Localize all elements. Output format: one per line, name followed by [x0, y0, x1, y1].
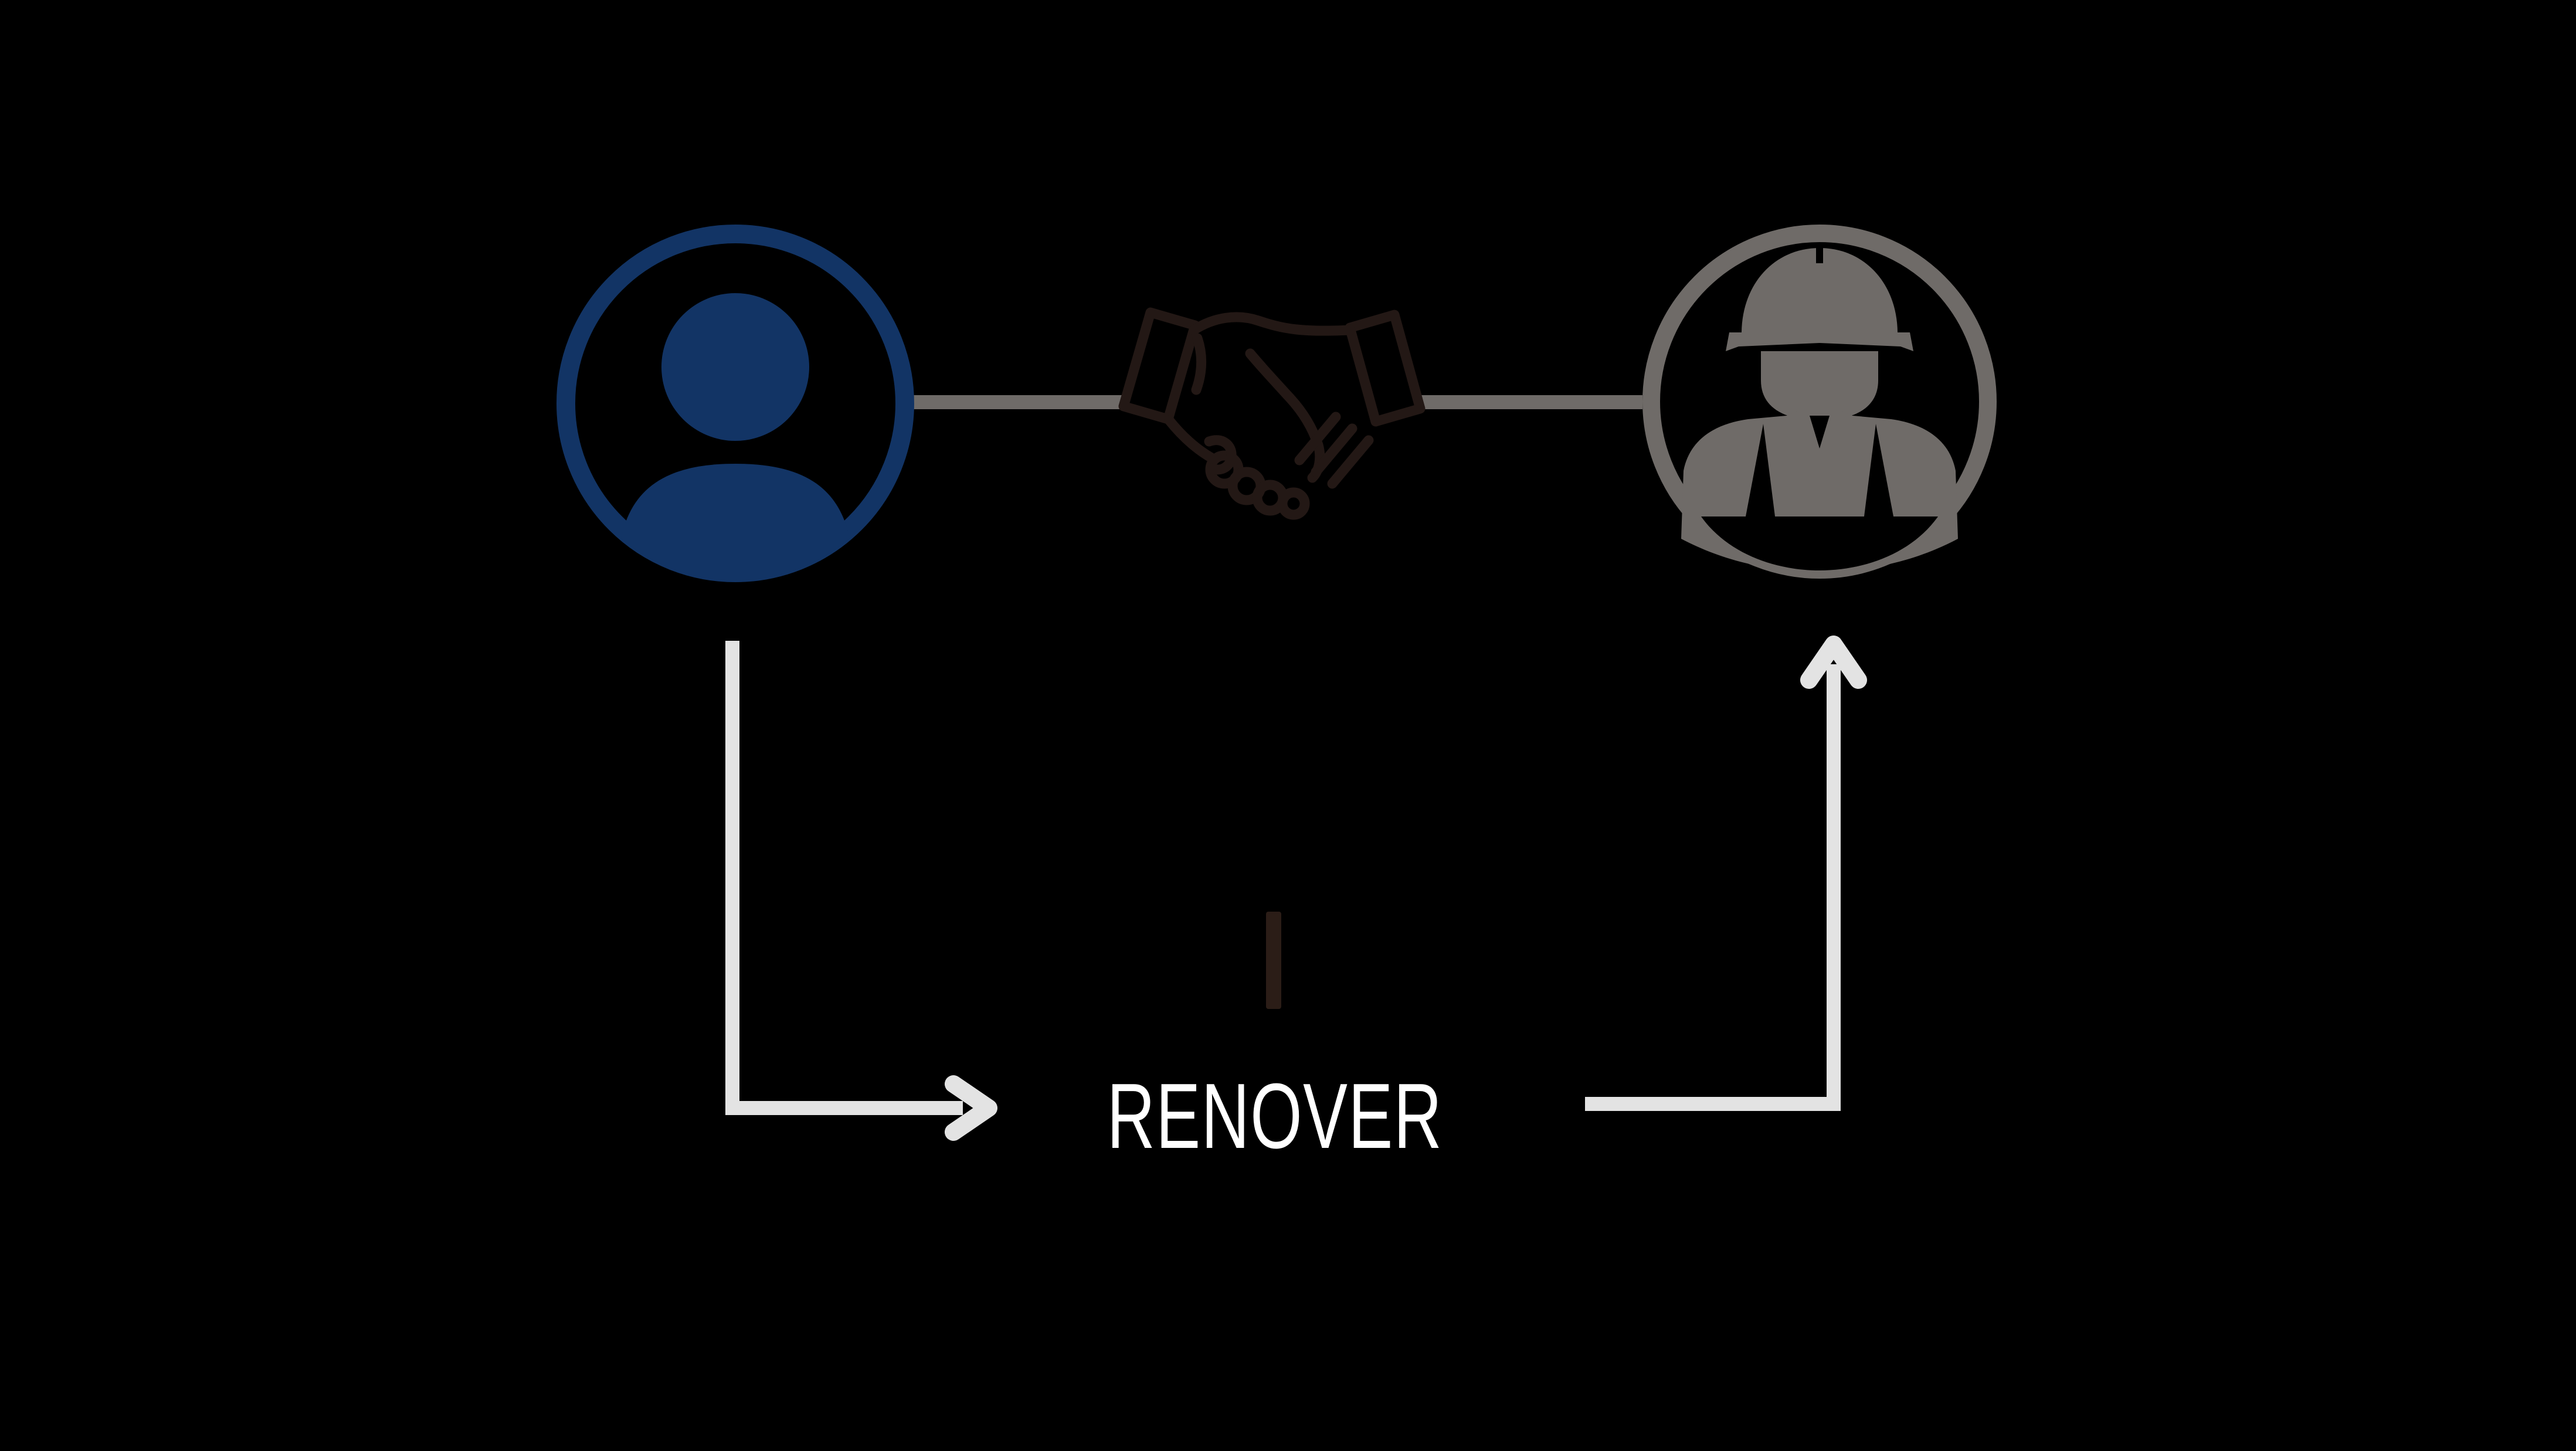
- arrow-up-chevron-icon: [1800, 636, 1867, 689]
- handshake-wrist-bottom: [1164, 415, 1217, 463]
- worker-head: [1761, 351, 1878, 420]
- construction-worker-circle-icon: [1642, 225, 1997, 579]
- flow-arrow-right-line: [1585, 664, 1841, 1111]
- handshake-hand-top: [1189, 312, 1355, 336]
- handshake-finger-line-1: [1294, 412, 1341, 465]
- arrow-right-chevron-icon: [945, 1075, 997, 1141]
- avatar-body: [617, 464, 854, 580]
- handshake-hand-diagonal: [1245, 348, 1325, 483]
- worker-strap-gap-right: [1864, 424, 1893, 516]
- flow-arrow-right: [1585, 636, 1867, 1111]
- renover-label: RENOVER: [1107, 1065, 1443, 1168]
- avatar-head: [661, 293, 809, 441]
- worker-bottom-gap: [1701, 516, 1938, 570]
- worker-collar-notch: [1810, 416, 1830, 448]
- handshake-finger-line-3: [1327, 435, 1374, 489]
- handshake-sleeve-right: [1345, 310, 1426, 427]
- hardhat-ridge-notch: [1816, 246, 1823, 263]
- worker-hardhat-dome: [1742, 248, 1898, 332]
- handshake-thumb: [1204, 435, 1237, 475]
- handshake-finger-line-2: [1311, 423, 1357, 477]
- divider-bar: [1266, 912, 1281, 1009]
- handshake-knuckle-4: [1277, 487, 1310, 520]
- flow-arrow-left: [725, 641, 997, 1141]
- handshake-wrist-notch: [1191, 333, 1206, 395]
- person-circle-icon: [556, 225, 914, 582]
- handshake-icon: [1118, 307, 1426, 520]
- flow-arrow-left-line: [725, 641, 963, 1115]
- worker-hardhat-brim: [1726, 332, 1913, 351]
- worker-strap-gap-left: [1746, 424, 1775, 516]
- handshake-sleeve-left: [1118, 307, 1200, 424]
